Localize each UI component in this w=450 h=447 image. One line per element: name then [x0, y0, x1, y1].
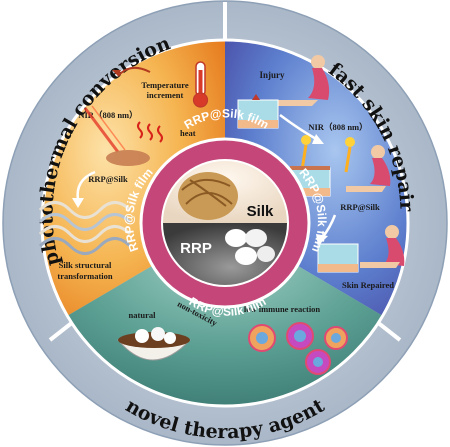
nir-label-right: NIR（808 nm）	[308, 122, 367, 132]
person-sitting-icon	[346, 145, 391, 192]
rrp-label: RRP	[180, 240, 212, 257]
curve-arrow-icon	[117, 66, 151, 77]
silk-fiber-icon	[38, 201, 132, 255]
injury-label: Injury	[259, 70, 285, 80]
therapy-sector	[67, 223, 383, 407]
rrp-silk-label-right: RRP@Silk	[340, 202, 380, 212]
film-sample-icon	[106, 150, 150, 166]
laser-beam-icon	[83, 105, 126, 153]
increment-label: increment	[147, 90, 184, 100]
rrp-pearls-icon	[225, 229, 275, 265]
transformation-label: transformation	[57, 271, 113, 281]
silk-structural-label: Silk structural	[59, 260, 112, 270]
temperature-label: Temperature	[141, 80, 188, 90]
low-immune-label: low immune reaction	[244, 304, 321, 314]
rrp-silk-label-left: RRP@Silk	[88, 174, 128, 184]
natural-label: natural	[129, 310, 157, 320]
immune-cells-icon	[248, 322, 348, 375]
heat-label: heat	[180, 128, 196, 138]
thermometer-icon	[192, 61, 209, 108]
heat-wave-icon	[137, 121, 163, 143]
down-arrow-icon	[76, 170, 96, 201]
laser-lamp-icon	[300, 135, 355, 173]
silk-label: Silk	[247, 203, 274, 220]
nir-label-left: NIR（808 nm）	[78, 110, 137, 120]
person-injured-icon	[270, 55, 330, 106]
skin-block-icon-3	[317, 243, 359, 273]
person-healed-icon	[360, 225, 405, 268]
bowl-icon	[116, 327, 192, 361]
skin-repaired-label: Skin Repaired	[342, 280, 394, 290]
skin-block-icon	[237, 94, 279, 129]
silk-fiber-photo	[178, 172, 238, 220]
